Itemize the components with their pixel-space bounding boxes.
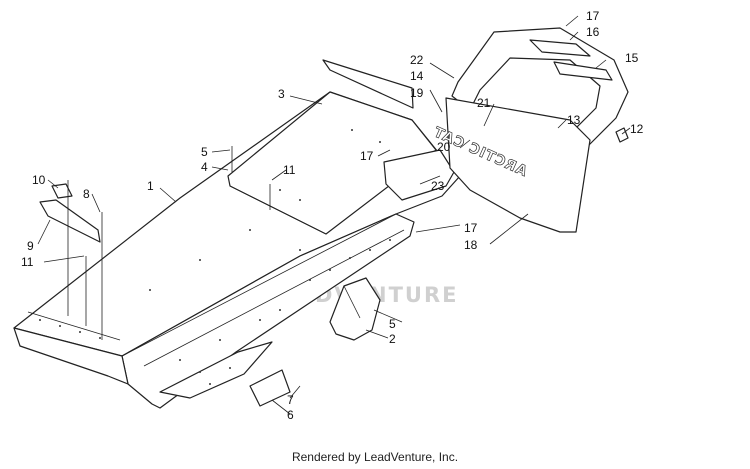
callout-13: 13 xyxy=(567,113,581,127)
callout-1: 1 xyxy=(147,179,154,193)
callout-5a: 5 xyxy=(201,145,208,159)
callout-16: 16 xyxy=(586,25,600,39)
part-3-panel xyxy=(227,91,437,235)
callout-19: 19 xyxy=(410,86,424,100)
callout-7: 7 xyxy=(287,393,294,407)
callout-10: 10 xyxy=(32,173,46,187)
callout-3: 3 xyxy=(278,87,285,101)
callout-8: 8 xyxy=(83,187,90,201)
callout-11b: 11 xyxy=(283,163,296,177)
part-2-bracket xyxy=(329,277,381,341)
callout-5b: 5 xyxy=(389,317,396,331)
footer-credit: Rendered by LeadVenture, Inc. xyxy=(291,450,459,464)
part-23-bracket xyxy=(383,149,455,201)
callout-18: 18 xyxy=(464,238,478,252)
part-15-grab-bar xyxy=(451,27,629,151)
callout-17a: 17 xyxy=(586,9,600,23)
callout-22: 22 xyxy=(410,53,424,67)
callout-9: 9 xyxy=(27,239,34,253)
callout-11a: 11 xyxy=(21,255,34,269)
callout-15: 15 xyxy=(625,51,639,65)
part-12-clip xyxy=(615,127,629,143)
part-9-bracket xyxy=(39,199,101,243)
callout-17b: 17 xyxy=(360,149,374,163)
callout-4: 4 xyxy=(201,160,208,174)
callout-20: 20 xyxy=(437,140,451,154)
callout-17c: 17 xyxy=(464,221,478,235)
part-22-strip xyxy=(322,59,414,109)
callout-21: 21 xyxy=(477,96,491,110)
callout-23: 23 xyxy=(431,179,445,193)
part-6-plate xyxy=(249,369,291,407)
callout-6: 6 xyxy=(287,408,294,422)
leader-lines xyxy=(37,15,631,415)
callouts: 1 2 3 4 5 5 6 7 8 9 10 11 11 12 13 14 15… xyxy=(21,9,644,422)
callout-14: 14 xyxy=(410,69,424,83)
callout-2: 2 xyxy=(389,332,396,346)
callout-12: 12 xyxy=(630,122,644,136)
